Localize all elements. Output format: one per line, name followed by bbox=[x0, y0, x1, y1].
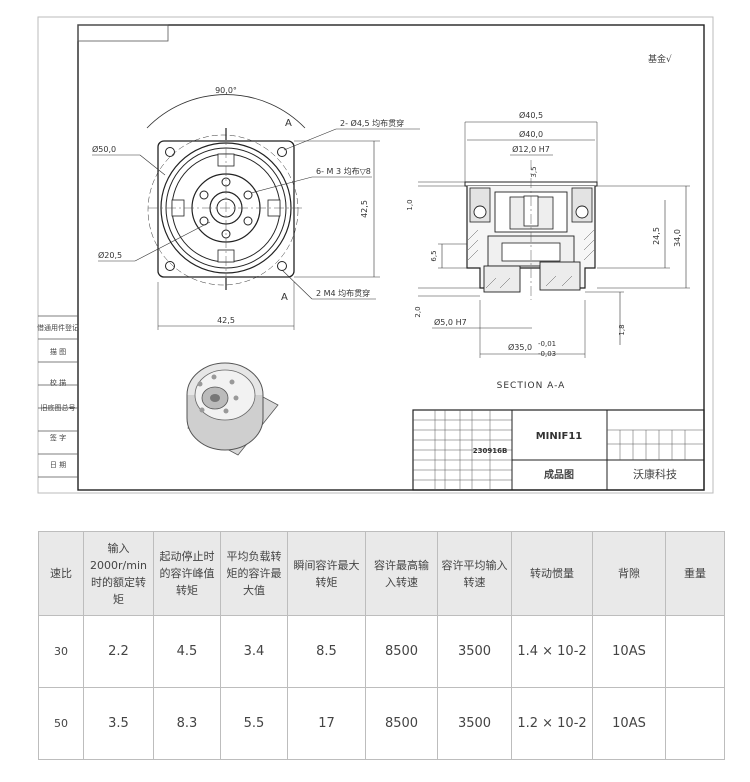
model-name: MINIF11 bbox=[536, 431, 583, 442]
header-avg-load-torque: 平均负载转矩的容许最大值 bbox=[220, 531, 288, 616]
cell-peak-torque: 8.3 bbox=[153, 687, 221, 760]
section-view: Ø40,5 Ø40,0 Ø12,0 H7 3,5 1,0 bbox=[406, 110, 690, 391]
drawing-name: 成品图 bbox=[544, 468, 574, 481]
cell-inertia: 1.4 × 10-2 bbox=[511, 615, 593, 688]
header-inertia: 转动惯量 bbox=[511, 531, 593, 616]
tol-lower: -0,03 bbox=[538, 350, 556, 358]
cell-weight bbox=[665, 687, 725, 760]
approved-mark: 基金√ bbox=[648, 53, 672, 65]
cell-max-input-speed: 8500 bbox=[365, 687, 438, 760]
cell-weight bbox=[665, 615, 725, 688]
width-dim: 42,5 bbox=[217, 316, 235, 325]
cell-backlash: 10AS bbox=[592, 615, 666, 688]
table-row: 50 3.5 8.3 5.5 17 8500 3500 1.2 × 10-2 1… bbox=[38, 687, 725, 760]
cell-avg-input-speed: 3500 bbox=[437, 615, 512, 688]
dia-shaft: Ø5,0 H7 bbox=[434, 317, 467, 327]
cell-ratio: 50 bbox=[38, 687, 84, 760]
angle-label: 90,0° bbox=[215, 86, 237, 95]
front-view: 90,0° A A Ø50,0 Ø20 bbox=[92, 86, 420, 330]
dim-2-0: 2,0 bbox=[414, 306, 422, 317]
side-label-5: 日 期 bbox=[50, 461, 66, 469]
dim-1-8: 1,8 bbox=[618, 324, 626, 335]
side-label-1: 描 图 bbox=[50, 347, 66, 356]
dia-top: Ø40,5 bbox=[519, 110, 543, 120]
cell-rated-torque: 3.5 bbox=[83, 687, 154, 760]
cell-avg-load-torque: 3.4 bbox=[220, 615, 288, 688]
cell-peak-torque: 4.5 bbox=[153, 615, 221, 688]
side-label-0: 借通用件登记 bbox=[37, 323, 79, 332]
cell-rated-torque: 2.2 bbox=[83, 615, 154, 688]
table-header-row: 速比 输入2000r/min时的额定转矩 起动停止时的容许峰值转矩 平均负载转矩… bbox=[38, 531, 725, 616]
doc-number: 230916B bbox=[473, 447, 508, 455]
dim-34-0: 34,0 bbox=[673, 229, 682, 247]
tol-upper: -0,01 bbox=[538, 340, 556, 348]
dia-mid: Ø40,0 bbox=[519, 129, 543, 139]
isometric-view bbox=[186, 362, 279, 456]
dia-bore: Ø12,0 H7 bbox=[512, 144, 550, 154]
note-holes-a: 2- Ø4,5 均布贯穿 bbox=[340, 118, 404, 128]
header-max-input-speed: 容许最高输入转速 bbox=[365, 531, 438, 616]
height-dim: 42,5 bbox=[360, 200, 369, 218]
dim-6-5: 6,5 bbox=[430, 250, 438, 261]
dim-3-5: 3,5 bbox=[530, 166, 538, 177]
dia-outer-label: Ø50,0 bbox=[92, 144, 116, 154]
side-registration-column: 借通用件登记 描 图 校 描 旧底图总号 签 字 日 期 bbox=[37, 315, 79, 478]
header-avg-input-speed: 容许平均输入转速 bbox=[437, 531, 512, 616]
cell-avg-load-torque: 5.5 bbox=[220, 687, 288, 760]
header-instant-max-torque: 瞬间容许最大转矩 bbox=[287, 531, 366, 616]
dim-24-5: 24,5 bbox=[652, 227, 661, 245]
cell-avg-input-speed: 3500 bbox=[437, 687, 512, 760]
spec-table: 速比 输入2000r/min时的额定转矩 起动停止时的容许峰值转矩 平均负载转矩… bbox=[38, 531, 725, 760]
note-holes-b: 6- M 3 均布▽8 bbox=[316, 166, 371, 176]
dia-base: Ø35,0 bbox=[508, 342, 532, 352]
side-label-4: 签 字 bbox=[50, 433, 66, 442]
cell-instant-max-torque: 17 bbox=[287, 687, 366, 760]
cell-instant-max-torque: 8.5 bbox=[287, 615, 366, 688]
cell-ratio: 30 bbox=[38, 615, 84, 688]
cell-max-input-speed: 8500 bbox=[365, 615, 438, 688]
title-block: MINIF11 230916B 成品图 沃康科技 bbox=[412, 409, 705, 491]
header-peak-torque: 起动停止时的容许峰值转矩 bbox=[153, 531, 221, 616]
header-rated-torque: 输入2000r/min时的额定转矩 bbox=[83, 531, 154, 616]
side-label-2: 校 描 bbox=[50, 378, 66, 387]
dim-1-0: 1,0 bbox=[406, 199, 414, 210]
company-name: 沃康科技 bbox=[633, 467, 677, 481]
header-ratio: 速比 bbox=[38, 531, 84, 616]
side-label-3: 旧底图总号 bbox=[41, 403, 76, 412]
section-caption: SECTION A-A bbox=[497, 381, 566, 391]
header-backlash: 背隙 bbox=[592, 531, 666, 616]
header-weight: 重量 bbox=[665, 531, 725, 616]
table-row: 30 2.2 4.5 3.4 8.5 8500 3500 1.4 × 10-2 … bbox=[38, 615, 725, 688]
section-mark-top: A bbox=[285, 118, 292, 129]
dia-inner-label: Ø20,5 bbox=[98, 250, 122, 260]
note-holes-c: 2 M4 均布贯穿 bbox=[316, 288, 370, 298]
engineering-drawing: 基金√ 借通用件登记 描 图 校 描 旧底图总号 签 字 日 期 90,0° bbox=[37, 16, 714, 494]
drawing-frame bbox=[77, 24, 705, 491]
cell-backlash: 10AS bbox=[592, 687, 666, 760]
section-mark-bottom: A bbox=[281, 292, 288, 303]
sheet-border bbox=[37, 16, 714, 494]
cell-inertia: 1.2 × 10-2 bbox=[511, 687, 593, 760]
